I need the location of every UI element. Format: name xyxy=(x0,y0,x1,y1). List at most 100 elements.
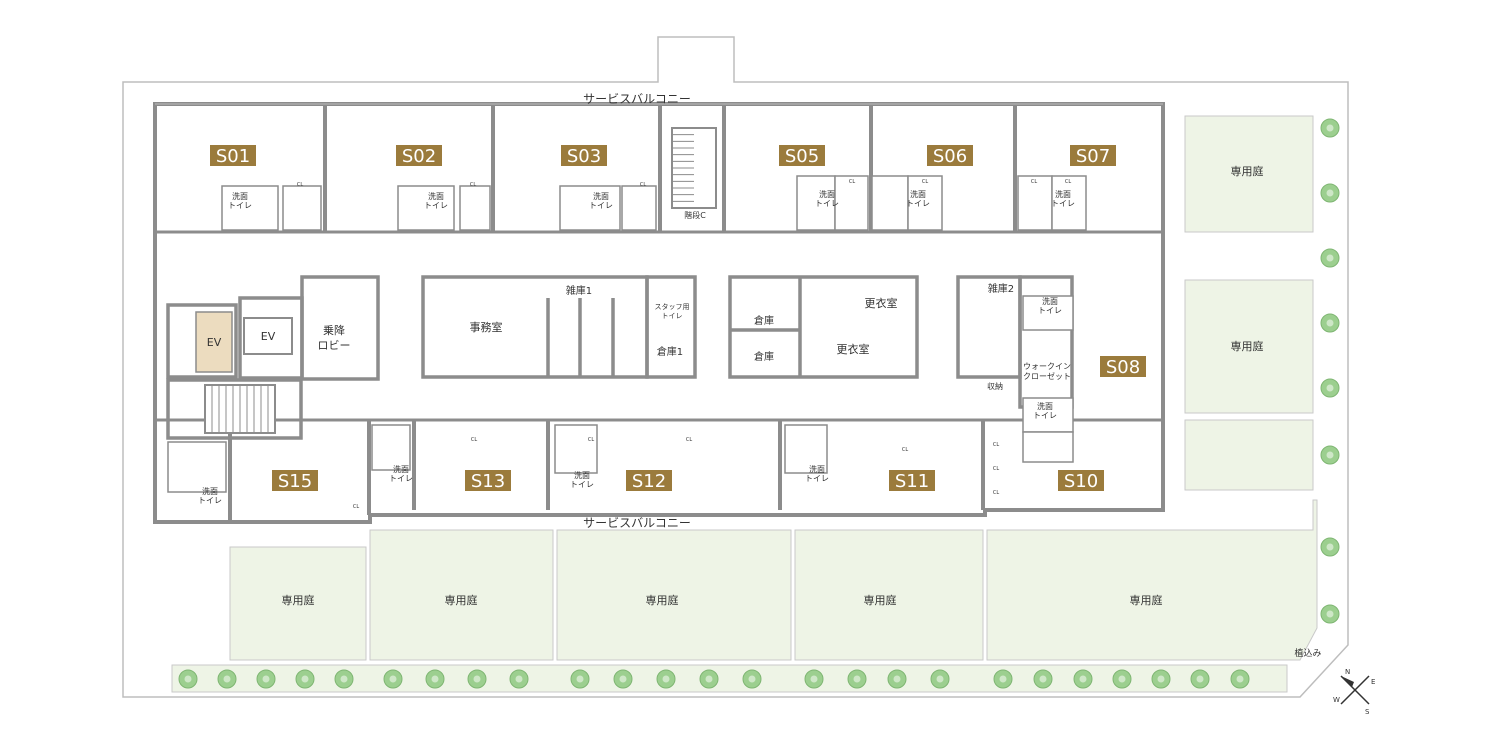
compass-w: W xyxy=(1333,696,1340,704)
bathroom-block xyxy=(167,441,227,493)
tree-icon xyxy=(1320,248,1340,268)
tree-icon xyxy=(993,669,1013,689)
garden-bottom-3 xyxy=(556,529,792,661)
bathroom-block xyxy=(621,185,657,231)
unit-id: S12 xyxy=(632,471,666,492)
closet-label: CL xyxy=(922,179,928,185)
tree-icon xyxy=(1151,669,1171,689)
wash-label: 洗面 xyxy=(574,470,590,480)
bathroom-block xyxy=(1051,175,1087,231)
toilet-label: トイレ xyxy=(1033,411,1057,420)
tree-icon xyxy=(334,669,354,689)
planting-label: 植込み xyxy=(1294,647,1321,659)
lobby-label-2: ロビー xyxy=(318,339,351,352)
unit-id: S15 xyxy=(278,471,312,492)
bathroom-block xyxy=(371,424,411,471)
bathroom-block xyxy=(834,175,869,231)
tree-icon xyxy=(1230,669,1250,689)
unit-badge-s01: S01 xyxy=(210,145,256,167)
garden-bottom-1 xyxy=(229,546,367,661)
wash-label: 洗面 xyxy=(202,486,218,496)
tree-icon xyxy=(804,669,824,689)
fixture-labels: 洗面トイレ洗面トイレ洗面トイレ洗面トイレ洗面トイレ洗面トイレ洗面トイレ洗面トイレ… xyxy=(198,179,1075,510)
bathroom-block xyxy=(559,185,621,231)
wash-label: 洗面 xyxy=(910,189,926,199)
toilet-label: トイレ xyxy=(198,496,222,505)
garden-label: 専用庭 xyxy=(445,593,478,607)
garden-label: 専用庭 xyxy=(1130,593,1163,607)
tree-icon xyxy=(178,669,198,689)
staff-toilet-label-2: トイレ xyxy=(662,312,683,320)
elevator-2 xyxy=(243,317,293,355)
wash-label: 洗面 xyxy=(809,464,825,474)
unit-badge-s13: S13 xyxy=(465,470,511,492)
stairs-c-label: 階段C xyxy=(684,210,706,220)
unit-badge-s08: S08 xyxy=(1100,356,1146,378)
garden-right-3 xyxy=(1184,419,1314,491)
locker-b-label: 更衣室 xyxy=(837,342,870,356)
tree-icon xyxy=(847,669,867,689)
bathroom-blocks xyxy=(167,175,1087,493)
warehouse-b-label: 倉庫 xyxy=(754,350,774,363)
closet-label: CL xyxy=(993,490,999,496)
office-label: 事務室 xyxy=(470,320,503,334)
unit-id: S05 xyxy=(785,146,819,167)
bathroom-block xyxy=(871,175,909,231)
tree-icon xyxy=(1320,378,1340,398)
toilet-label: トイレ xyxy=(228,201,252,210)
tree-icon xyxy=(1320,313,1340,333)
wash-label: 洗面 xyxy=(1055,189,1071,199)
tree-icon xyxy=(613,669,633,689)
ev2-label: EV xyxy=(261,330,276,343)
closet-label: CL xyxy=(471,437,477,443)
tree-icon xyxy=(1320,604,1340,624)
closet-label: CL xyxy=(640,182,646,188)
garden-label: 専用庭 xyxy=(282,593,315,607)
closet-label: CL xyxy=(1031,179,1037,185)
gardens xyxy=(171,115,1318,693)
unit-id: S01 xyxy=(216,146,250,167)
storage-misc2-label: 雑庫2 xyxy=(988,282,1014,295)
closet-label: CL xyxy=(470,182,476,188)
tree-icon xyxy=(1112,669,1132,689)
unit-id: S11 xyxy=(895,471,929,492)
compass-e: E xyxy=(1371,678,1375,686)
elevator-1 xyxy=(195,311,233,373)
tree-icon xyxy=(1320,118,1340,138)
unit-badge-s10: S10 xyxy=(1058,470,1104,492)
garden-bottom-4 xyxy=(794,529,984,661)
building-walls xyxy=(153,102,1165,524)
planting-strip xyxy=(171,664,1288,693)
tree-icon xyxy=(383,669,403,689)
garden-right-1 xyxy=(1184,115,1314,233)
tree-icon xyxy=(1320,183,1340,203)
core-rooms xyxy=(166,275,1074,440)
garden-label: 専用庭 xyxy=(1231,164,1264,178)
tree-icon xyxy=(1320,445,1340,465)
toilet-label: トイレ xyxy=(815,199,839,208)
tree-icon xyxy=(656,669,676,689)
tree-icon xyxy=(509,669,529,689)
compass-s: S xyxy=(1365,708,1370,716)
garden-label: 専用庭 xyxy=(1231,339,1264,353)
closet-label: CL xyxy=(993,442,999,448)
unit-id: S08 xyxy=(1106,357,1140,378)
unit-badge-s03: S03 xyxy=(561,145,607,167)
tree-icon xyxy=(742,669,762,689)
unit-badge-s05: S05 xyxy=(779,145,825,167)
tree-icon xyxy=(256,669,276,689)
unit-badge-s02: S02 xyxy=(396,145,442,167)
toilet-label: トイレ xyxy=(1051,199,1075,208)
bathroom-block xyxy=(282,185,322,231)
tree-icon xyxy=(699,669,719,689)
toilet-label: トイレ xyxy=(589,201,613,210)
toilet-label: トイレ xyxy=(570,480,594,489)
garden-bottom-2 xyxy=(369,529,554,661)
staff-toilet-label-1: スタッフ用 xyxy=(655,302,690,311)
tree-icon xyxy=(295,669,315,689)
garden-right-2 xyxy=(1184,279,1314,414)
closet-label: CL xyxy=(588,437,594,443)
wash-label: 洗面 xyxy=(1037,401,1053,411)
